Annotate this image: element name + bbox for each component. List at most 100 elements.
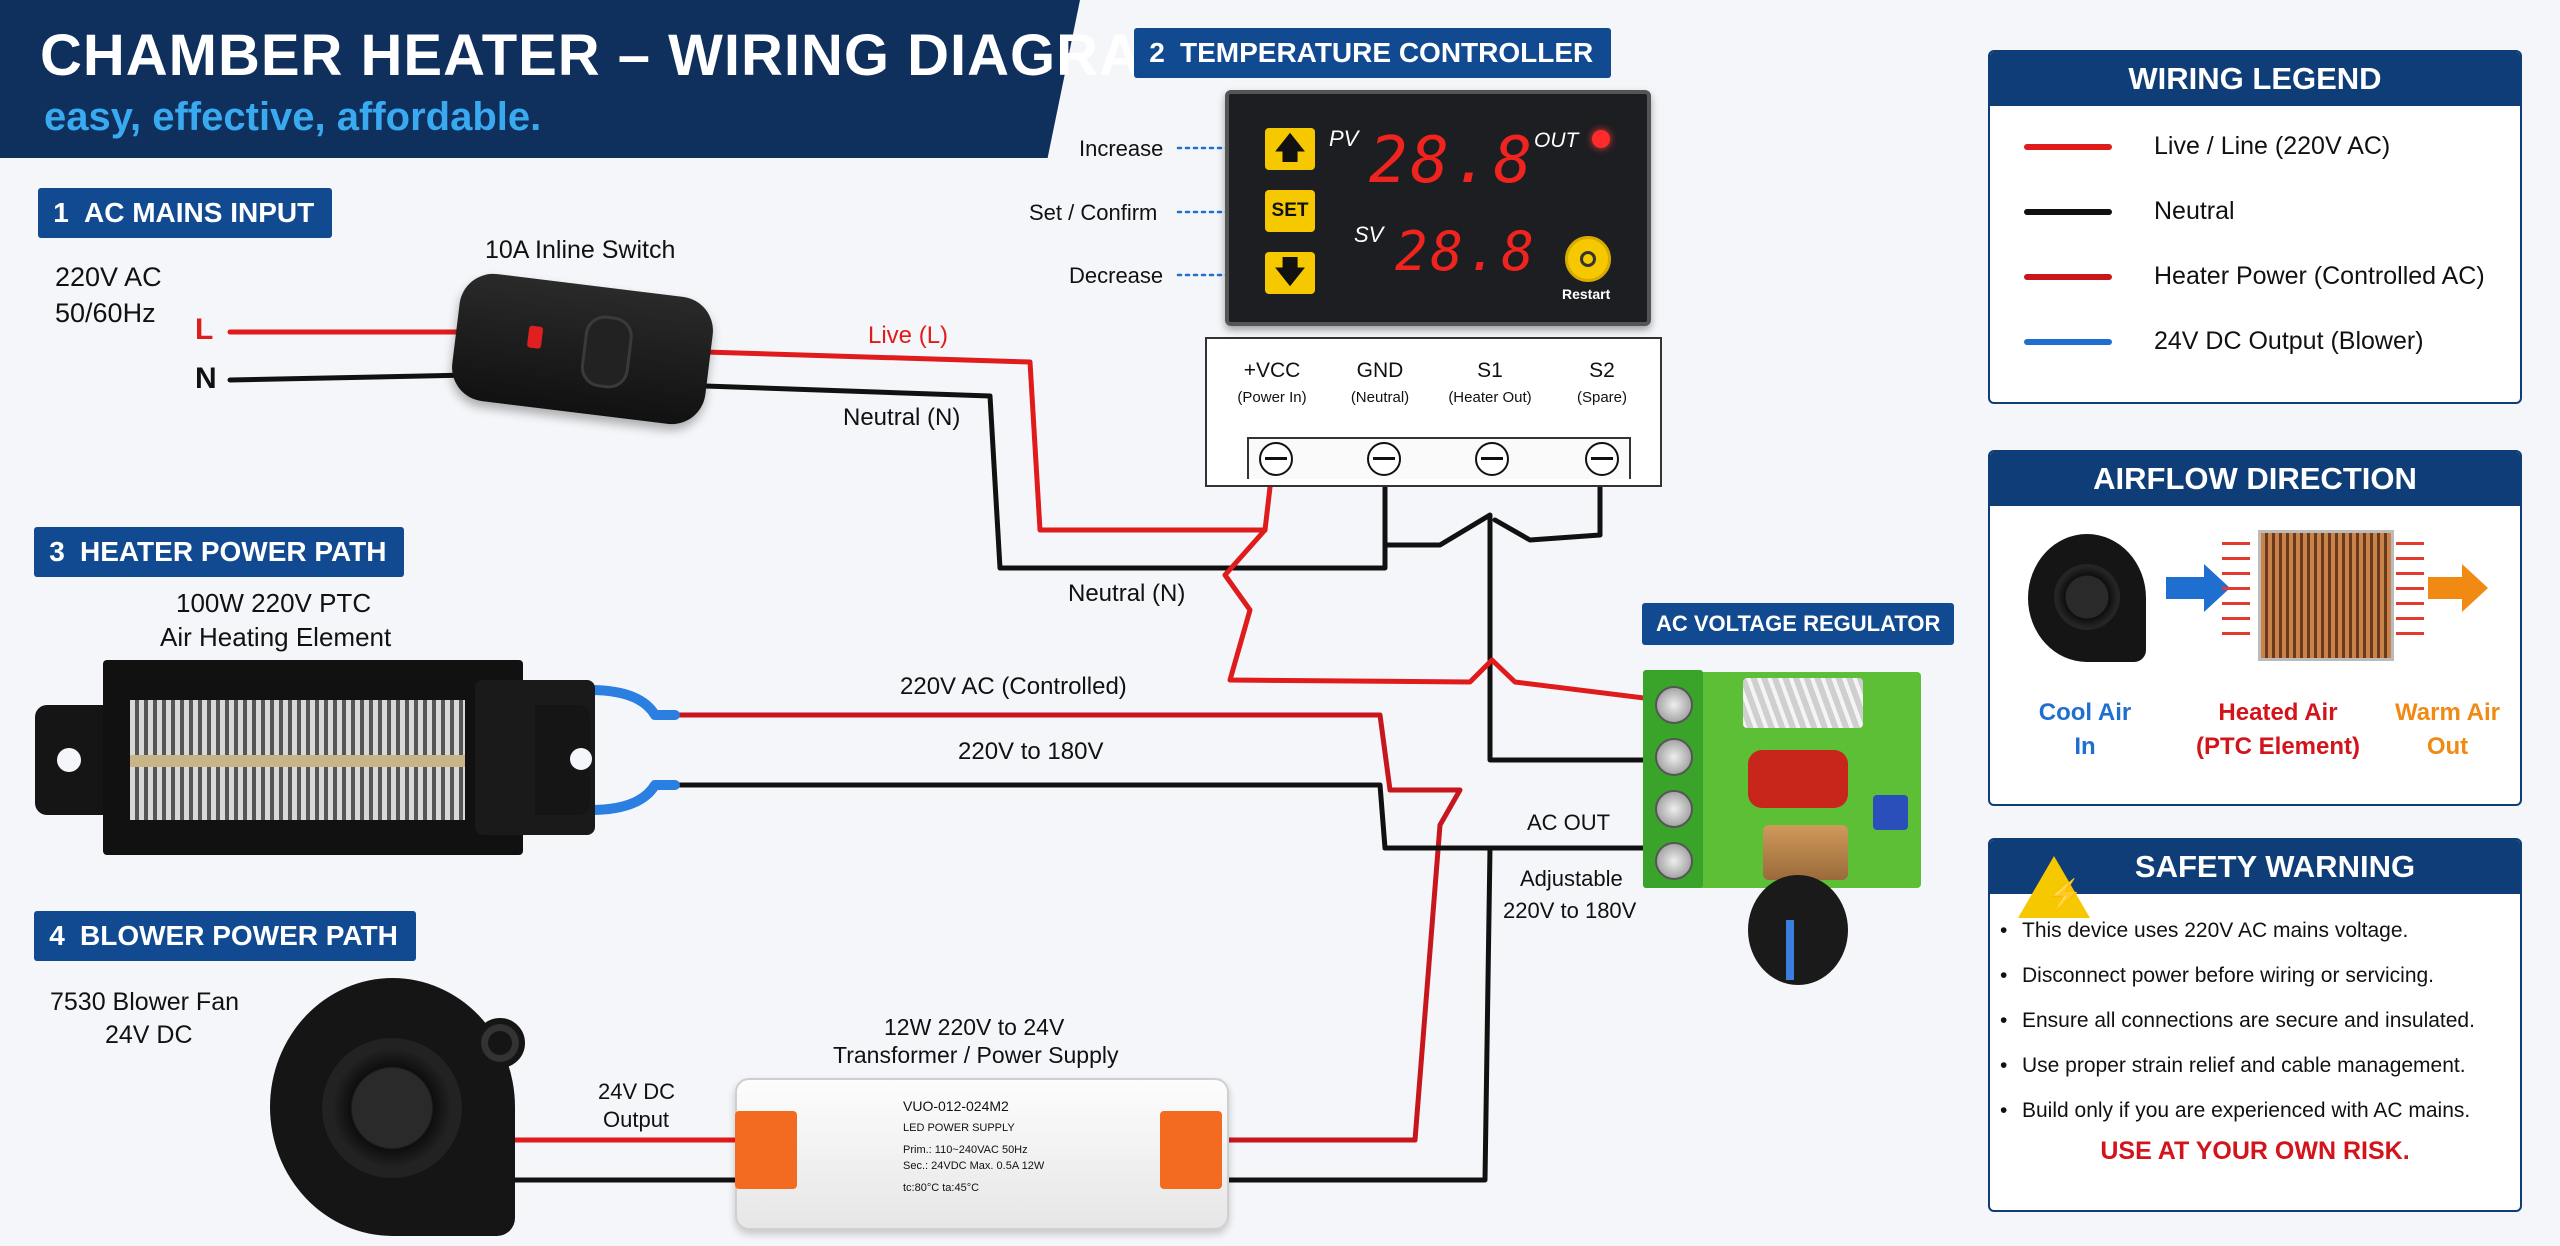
sv-label: SV [1354, 222, 1384, 247]
terminal-name: GND [1356, 359, 1404, 382]
heater-top-wire [672, 712, 1463, 1143]
arrow-down-icon: 🡇 [1274, 256, 1306, 289]
switch-rocker[interactable] [578, 313, 636, 391]
section-title: AC MAINS INPUT [84, 197, 315, 228]
psu-temps: tc:80°C ta:45°C [903, 1182, 980, 1194]
cool-air-label: Cool Air In [2010, 696, 2160, 764]
decrease-button[interactable]: 🡇 [1265, 252, 1315, 294]
legend-label: 24V DC Output (Blower) [2154, 327, 2424, 355]
restart-icon [1580, 251, 1596, 267]
legend-swatch [2024, 208, 2112, 215]
blower-title-2: 24V DC [105, 1021, 193, 1049]
airflow-panel: AIRFLOW DIRECTION Cool Air In Heated Air… [1988, 450, 2522, 806]
section-number: 3 [49, 536, 65, 567]
mains-frequency: 50/60Hz [55, 298, 156, 328]
psu-prim: Prim.: 110~240VAC 50Hz [903, 1144, 1028, 1156]
mains-voltage: 220V AC [55, 262, 162, 292]
screw-icon[interactable] [1655, 686, 1693, 724]
out-indicator-icon [1592, 130, 1610, 148]
pv-display: 28.8 [1369, 124, 1536, 198]
heated-air-line-1: Heated Air [2218, 699, 2338, 726]
warm-arrow-icon [2428, 577, 2464, 599]
neutral-terminal-label: N [195, 362, 217, 395]
section-title: BLOWER POWER PATH [80, 920, 398, 951]
screw-icon[interactable] [1259, 442, 1293, 476]
ac-voltage-regulator [1643, 670, 1923, 990]
legend-label: Neutral [2154, 197, 2235, 225]
psu-type: LED POWER SUPPLY [903, 1122, 1015, 1134]
psu-neutral-wire [1182, 845, 1493, 1183]
switch-indicator-icon [526, 325, 544, 349]
heater-lead-bottom [585, 780, 680, 815]
set-confirm-label: Set / Confirm [1029, 200, 1158, 225]
section-number: 1 [53, 197, 69, 228]
knob-indicator-icon [1786, 920, 1794, 980]
out-label: OUT [1534, 129, 1579, 152]
regulator-coil [1763, 825, 1848, 880]
neutral-input-wire [227, 372, 473, 383]
legend-swatch [2024, 338, 2112, 345]
regulator-title: AC VOLTAGE REGULATOR [1642, 603, 1955, 645]
terminal-gnd: GND (Neutral) [1335, 359, 1425, 406]
header-banner [0, 0, 1080, 158]
screw-icon[interactable] [1655, 738, 1693, 776]
legend-item-heater: Heater Power (Controlled AC) [1990, 244, 2520, 309]
heat-waves-left-icon [2222, 537, 2250, 647]
terminal-sub: (Power In) [1237, 389, 1307, 406]
terminal-sub: (Neutral) [1350, 389, 1410, 406]
screw-icon[interactable] [1585, 442, 1619, 476]
wiring-legend-panel: WIRING LEGEND Live / Line (220V AC) Neut… [1988, 50, 2522, 404]
screw-icon[interactable] [1655, 842, 1693, 880]
page-tagline: easy, effective, affordable. [44, 95, 542, 139]
neutral-wire [702, 383, 1388, 571]
live-wire [702, 349, 1275, 533]
legend-swatch [2024, 273, 2112, 280]
legend-title: WIRING LEGEND [1990, 52, 2520, 106]
warm-air-line-1: Warm Air [2395, 699, 2500, 726]
section-number: 2 [1149, 37, 1165, 68]
heat-waves-right-icon [2396, 537, 2424, 647]
decrease-label: Decrease [1069, 263, 1164, 288]
live-wire-label: Live (L) [868, 322, 949, 349]
restart-button[interactable] [1565, 236, 1611, 282]
screw-icon[interactable] [1367, 442, 1401, 476]
terminal-strip [1247, 437, 1631, 479]
terminal-name: +VCC [1243, 359, 1301, 382]
regulator-capacitor [1748, 750, 1848, 808]
screw-icon[interactable] [1655, 790, 1693, 828]
increase-label: Increase [1079, 136, 1164, 161]
dc-output-label-1: 24V DC [598, 1079, 676, 1104]
terminal-vcc: +VCC (Power In) [1227, 359, 1317, 406]
restart-label: Restart [1562, 286, 1611, 302]
psu-input-terminal[interactable] [1160, 1111, 1222, 1189]
section-title: HEATER POWER PATH [80, 536, 387, 567]
pv-label: PV [1329, 126, 1359, 151]
section-temperature-controller: 2 TEMPERATURE CONTROLLER [1134, 28, 1612, 78]
dc-output-label-2: Output [603, 1107, 670, 1132]
neutral-to-regulator [1382, 512, 1663, 763]
airflow-fan-icon [2028, 534, 2146, 662]
legend-label: Heater Power (Controlled AC) [2154, 262, 2485, 290]
safety-item: Use proper strain relief and cable manag… [1990, 1043, 2520, 1088]
psu-body [735, 1078, 1229, 1230]
ptc-heater-element [35, 660, 595, 855]
temperature-controller: 🡅 SET 🡇 PV SV 28.8 28.8 OUT Restart [1225, 90, 1651, 326]
page-title: CHAMBER HEATER – WIRING DIAGRAM [40, 23, 1192, 88]
arrow-up-icon: 🡅 [1274, 132, 1306, 165]
neutral-wire-label: Neutral (N) [843, 404, 961, 431]
legend-item-live: Live / Line (220V AC) [1990, 114, 2520, 179]
psu-output-terminal[interactable] [735, 1111, 797, 1189]
screw-icon[interactable] [1475, 442, 1509, 476]
heater-title-1: 100W 220V PTC [176, 588, 372, 618]
safety-item: This device uses 220V AC mains voltage. [1990, 908, 2520, 953]
increase-button[interactable]: 🡅 [1265, 128, 1315, 170]
adjustable-label: Adjustable [1520, 866, 1623, 891]
live-terminal-label: L [195, 313, 214, 346]
regulator-knob[interactable] [1748, 875, 1848, 985]
terminal-name: S1 [1477, 359, 1503, 382]
heater-core-strip [130, 755, 465, 767]
blower-title-1: 7530 Blower Fan [50, 988, 240, 1016]
set-button[interactable]: SET [1265, 190, 1315, 232]
legend-item-neutral: Neutral [1990, 179, 2520, 244]
